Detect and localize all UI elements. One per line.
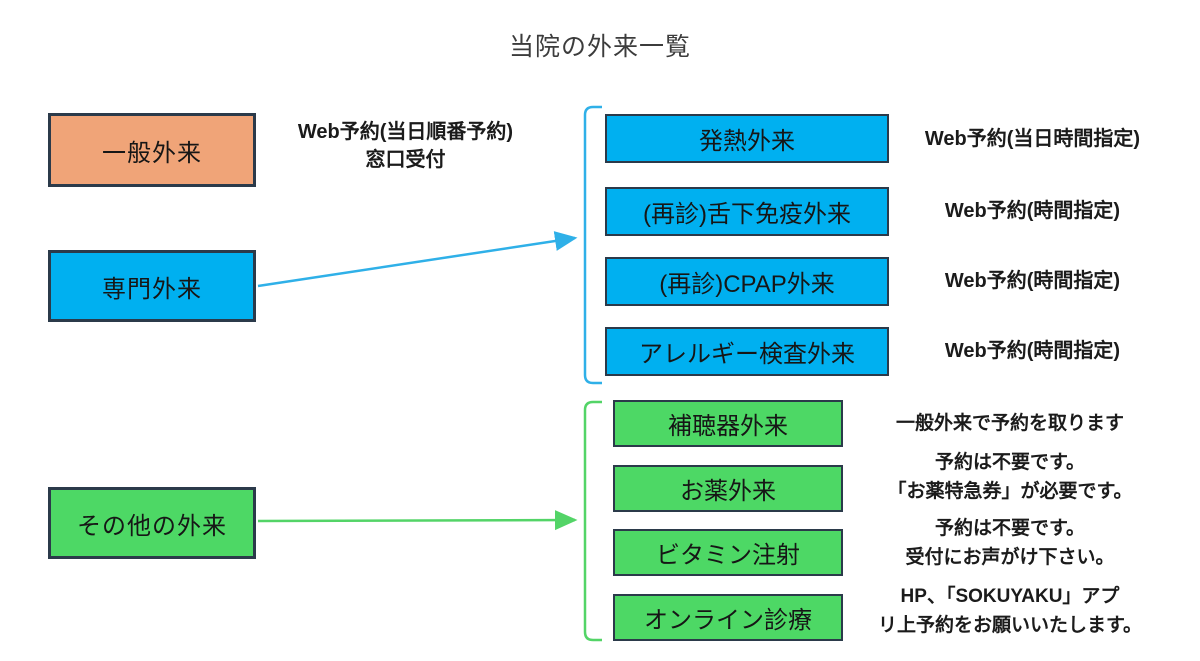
specialty-item-note: Web予約(時間指定) xyxy=(944,340,1121,362)
note-line: リ上予約をお願いいたします。 xyxy=(877,615,1143,636)
specialty-item-box: (再診)舌下免疫外来 xyxy=(605,187,889,236)
other-item-note: HP、「SOKUYAKU」アプ リ上予約をお願いいたします。 xyxy=(855,582,1165,640)
other-item-box: お薬外来 xyxy=(613,465,843,512)
specialty-item-box: (再診)CPAP外来 xyxy=(605,257,889,306)
specialty-item-label: アレルギー検査外来 xyxy=(639,341,855,368)
note-line: 予約は不要です。 xyxy=(934,518,1086,539)
other-item-label: ビタミン注射 xyxy=(656,542,800,569)
specialty-item-label: (再診)舌下免疫外来 xyxy=(643,201,851,228)
note-line: 一般外来で予約を取ります xyxy=(895,413,1124,434)
specialty-bracket xyxy=(583,105,602,385)
note-line: 「お薬特急券」が必要です。 xyxy=(887,481,1133,502)
node-other-label: その他の外来 xyxy=(77,512,227,540)
other-item-label: 補聴器外来 xyxy=(668,413,788,440)
node-general-label: 一般外来 xyxy=(102,139,202,167)
other-item-label: お薬外来 xyxy=(680,478,776,505)
specialty-arrow xyxy=(257,231,578,288)
note-line: 予約は不要です。 xyxy=(934,452,1086,473)
page-title: 当院の外来一覧 xyxy=(508,33,691,61)
other-item-note: 予約は不要です。 「お薬特急券」が必要です。 xyxy=(855,448,1165,506)
node-other-outpatient: その他の外来 xyxy=(48,487,256,559)
other-bracket xyxy=(583,400,602,642)
specialty-item-note: Web予約(当日時間指定) xyxy=(924,128,1141,150)
specialty-item-box: 発熱外来 xyxy=(605,114,889,163)
node-specialty-label: 専門外来 xyxy=(102,275,202,303)
other-item-box: 補聴器外来 xyxy=(613,400,843,447)
note-line: HP、「SOKUYAKU」アプ xyxy=(900,586,1120,607)
node-specialty-outpatient: 専門外来 xyxy=(48,250,256,322)
specialty-item-note: Web予約(時間指定) xyxy=(944,200,1121,222)
other-arrow xyxy=(257,510,578,531)
node-general-outpatient: 一般外来 xyxy=(48,113,256,187)
other-item-note: 予約は不要です。 受付にお声がけ下さい。 xyxy=(855,514,1165,572)
specialty-item-label: 発熱外来 xyxy=(699,128,795,155)
other-item-note: 一般外来で予約を取ります xyxy=(855,409,1165,438)
other-item-box: オンライン診療 xyxy=(613,594,843,641)
note-general-outpatient: Web予約(当日順番予約) 窓口受付 xyxy=(278,118,533,174)
other-item-box: ビタミン注射 xyxy=(613,529,843,576)
specialty-item-box: アレルギー検査外来 xyxy=(605,327,889,376)
other-item-label: オンライン診療 xyxy=(644,607,812,634)
specialty-item-label: (再診)CPAP外来 xyxy=(659,271,835,298)
note-line: Web予約(当日順番予約) xyxy=(297,121,514,143)
note-line: 窓口受付 xyxy=(365,149,446,171)
note-line: 受付にお声がけ下さい。 xyxy=(905,547,1115,568)
specialty-item-note: Web予約(時間指定) xyxy=(944,270,1121,292)
